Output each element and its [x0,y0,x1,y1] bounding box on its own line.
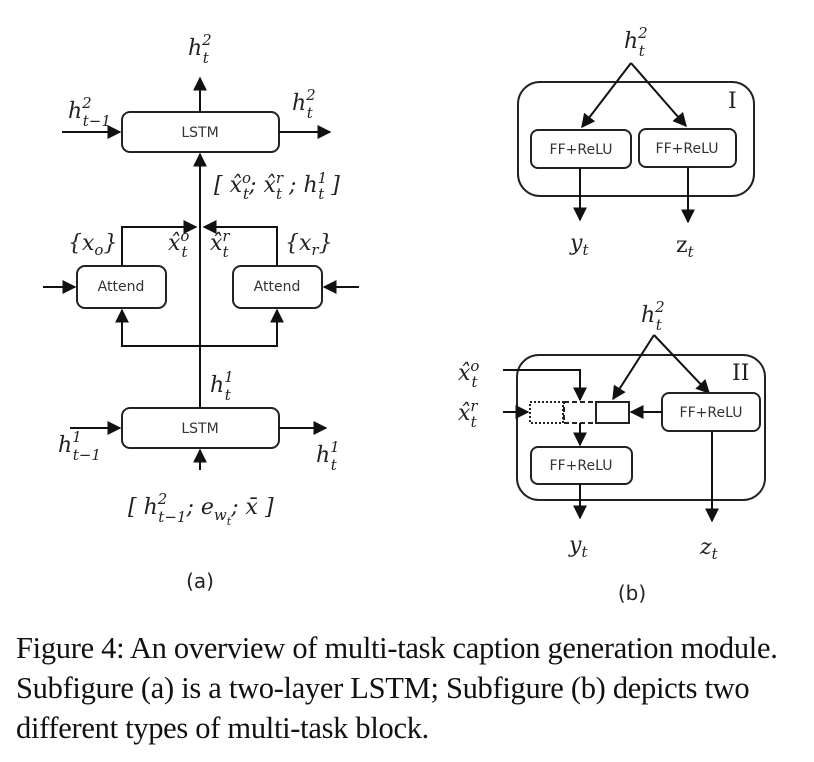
lstm-top-label: LSTM [181,125,218,141]
h1-to-attend-left [115,308,200,347]
lstm-bottom-label: LSTM [181,421,218,437]
concat-cell-h [595,401,630,424]
label-xo-set: {xo} [68,231,117,259]
block-II-xo-input-arrow [503,369,587,402]
block-I-roman: I [728,89,737,114]
block-II-ff-right-label: FF+ReLU [680,405,743,421]
block-I-ff-right-label: FF+ReLU [656,141,719,157]
concat-cell-xr [529,401,564,424]
label-zt-block-II: zt [699,535,719,563]
attend-left-output-arrow [121,220,198,266]
block-I-ff-left-label: FF+ReLU [550,142,613,158]
concat-cell-xo [563,401,597,424]
subfig-b-label: (b) [618,581,646,605]
figure-caption: Figure 4: An overview of multi-task capt… [16,631,778,745]
block-II-arrow-to-ff-right [653,334,710,395]
attend-left-label: Attend [98,279,145,295]
block-II-ff-bottom-label: FF+ReLU [550,458,613,474]
block-II-roman: II [732,361,749,386]
label-yt-block-II: yt [568,533,588,561]
subfig-a-label: (a) [186,569,214,593]
h1-to-attend-right [200,308,284,347]
attend-right-output-arrow [202,220,278,266]
label-zt-block-I: zt [676,233,695,261]
block-I-arrow-left [581,62,632,129]
block-II-arrow-to-concat [612,334,655,401]
block-I-arrow-right [630,62,687,128]
attend-right-label: Attend [254,279,301,295]
block-II-ff-bottom-box [530,446,633,485]
label-yt-block-I: yt [569,231,589,259]
label-xr-set: {xr} [285,231,333,259]
